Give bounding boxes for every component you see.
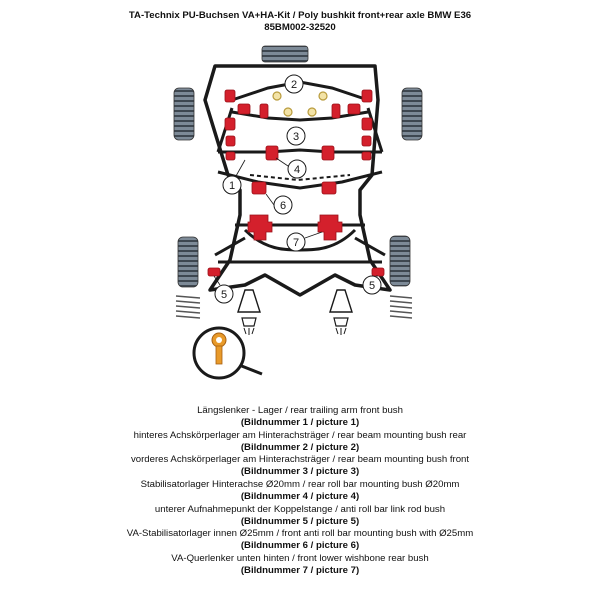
legend-picture: (Bildnummer 4 / picture 4) [240, 491, 360, 503]
legend-picture: (Bildnummer 6 / picture 6) [240, 540, 360, 552]
top-tread-bar [261, 45, 309, 63]
legend-picture: (Bildnummer 1 / picture 1) [240, 417, 360, 428]
legend-picture: (Bildnummer 5 / picture 5) [240, 515, 360, 527]
legend-picture: (Bildnummer 7 / picture 7) [240, 565, 360, 577]
legend-label: VA-Stabilisatorlager innen Ø25mm / front… [126, 528, 474, 540]
shock-mount-left [237, 289, 261, 335]
spring-right [389, 295, 413, 319]
bush-trailing-right [347, 89, 373, 161]
callout-1-label: 1 [229, 180, 235, 192]
header: TA-Technix PU-Buchsen VA+HA-Kit / Poly b… [0, 10, 600, 34]
callout-1: 1 [222, 159, 246, 195]
callout-4: 4 [275, 157, 307, 179]
legend-label: Stabilisatorlager Hinterachse Ø20mm / re… [140, 479, 460, 491]
legend-picture: (Bildnummer 3 / picture 3) [240, 466, 360, 478]
bush-rear-beam-rings [272, 91, 328, 117]
callout-4-label: 4 [294, 164, 300, 176]
subframe-outline [203, 64, 392, 297]
legend-label: vorderes Achskörperlager am Hinterachstr… [130, 454, 470, 466]
diagram-title: TA-Technix PU-Buchsen VA+HA-Kit / Poly b… [128, 10, 472, 21]
spring-left [175, 295, 201, 319]
callout-6-label: 6 [280, 200, 286, 212]
suspension-diagram: 1 2 3 4 5 6 7 5 [173, 45, 423, 380]
callout-2: 2 [284, 74, 304, 94]
part-number: 85BM002-32520 [264, 22, 336, 33]
tyre-bottom-left [177, 236, 199, 288]
callout-5-right-label: 5 [369, 280, 375, 292]
bush-wishbone-right [317, 214, 343, 241]
callout-5-left-label: 5 [221, 289, 227, 301]
bush-trailing-left [224, 89, 251, 161]
bush-roll-bar-front [251, 181, 337, 195]
bush-center-upper [259, 103, 341, 119]
callout-5-left: 5 [213, 275, 234, 304]
bush-wishbone-left [247, 214, 273, 241]
bush-link-rod-right [371, 267, 385, 277]
legend: Längslenker - Lager / rear trailing arm … [0, 405, 600, 578]
bush-link-rod-left [207, 267, 221, 277]
legend-picture: (Bildnummer 2 / picture 2) [240, 441, 360, 453]
tyre-bottom-right [389, 235, 411, 287]
tyre-top-right [401, 87, 423, 141]
callout-3: 3 [286, 126, 306, 146]
callout-7: 7 [286, 231, 323, 252]
rear-roll-bar [249, 174, 351, 182]
shock-mount-right [329, 289, 353, 335]
bush-roll-bar-rear [265, 145, 335, 161]
callout-7-label: 7 [293, 237, 299, 249]
legend-label: unterer Aufnahmepunkt der Koppelstange /… [154, 503, 446, 515]
callout-5-right: 5 [362, 275, 382, 295]
callout-6: 6 [265, 193, 293, 215]
tyre-top-left [173, 87, 195, 141]
legend-label: Längslenker - Lager / rear trailing arm … [197, 405, 403, 416]
legend-label: VA-Querlenker unten hinten / front lower… [171, 553, 429, 565]
callout-2-label: 2 [291, 79, 297, 91]
magnifier-icon [192, 326, 263, 380]
callout-3-label: 3 [293, 131, 299, 143]
legend-label: hinteres Achskörperlager am Hinterachstr… [133, 429, 467, 441]
key-bush-icon [211, 332, 227, 365]
